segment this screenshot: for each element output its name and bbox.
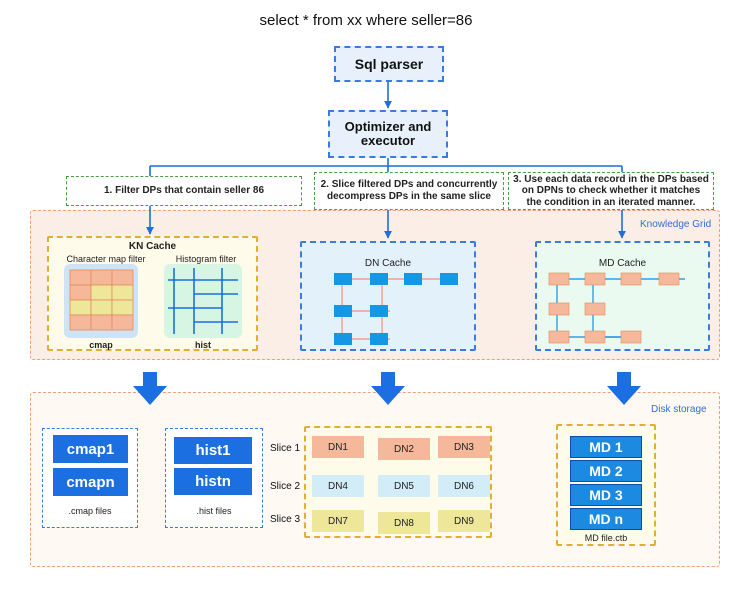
cmap1-file: cmap1 (53, 435, 128, 463)
big-arrow-kn (133, 372, 167, 405)
histogram-filter-label: Histogram filter (175, 254, 237, 264)
md1-file: MD 1 (570, 436, 642, 458)
cmapn-file: cmapn (53, 468, 128, 496)
slice-1-label: Slice 1 (270, 443, 301, 454)
hist-label: hist (194, 340, 211, 350)
sql-parser-box: Sql parser (334, 46, 444, 82)
kn-cache-title: KN Cache (128, 241, 177, 252)
md-cache-title: MD Cache (598, 258, 647, 269)
dn1-cell: DN1 (312, 436, 364, 458)
step-2-box: 2. Slice filtered DPs and concurrently d… (314, 172, 504, 210)
md2-file: MD 2 (570, 460, 642, 482)
step-1-box: 1. Filter DPs that contain seller 86 (66, 176, 302, 206)
query-text: select * from xx where seller=86 (259, 12, 473, 29)
dn9-cell: DN9 (438, 510, 490, 532)
slice-2-label: Slice 2 (270, 481, 301, 492)
cmap-files-label: .cmap files (68, 506, 112, 516)
md-files-label: MD file.ctb (584, 533, 628, 543)
mdn-file: MD n (570, 508, 642, 530)
optimizer-box: Optimizer and executor (328, 110, 448, 158)
char-map-filter-label: Character map filter (66, 254, 146, 264)
dn5-cell: DN5 (378, 475, 430, 497)
hist-grid-icon (164, 264, 242, 338)
step-3-box: 3. Use each data record in the DPs based… (508, 172, 714, 210)
dn3-cell: DN3 (438, 436, 490, 458)
dn6-cell: DN6 (438, 475, 490, 497)
dn-cache-box (300, 241, 476, 351)
md-cache-graph (548, 272, 685, 344)
cmap-label: cmap (89, 340, 113, 350)
dn8-cell: DN8 (378, 512, 430, 534)
md3-file: MD 3 (570, 484, 642, 506)
dn7-cell: DN7 (312, 510, 364, 532)
dn4-cell: DN4 (312, 475, 364, 497)
slice-3-label: Slice 3 (270, 514, 301, 525)
big-arrow-md (607, 372, 641, 405)
histn-file: histn (174, 468, 252, 495)
dn-cache-graph (334, 273, 458, 345)
disk-storage-label: Disk storage (651, 404, 707, 415)
big-arrow-dn (371, 372, 405, 405)
hist-files-label: .hist files (196, 506, 232, 516)
dn-cache-title: DN Cache (364, 258, 412, 269)
hist1-file: hist1 (174, 437, 252, 464)
knowledge-grid-label: Knowledge Grid (640, 219, 712, 230)
dn2-cell: DN2 (378, 438, 430, 460)
cmap-grid-icon (64, 264, 138, 338)
